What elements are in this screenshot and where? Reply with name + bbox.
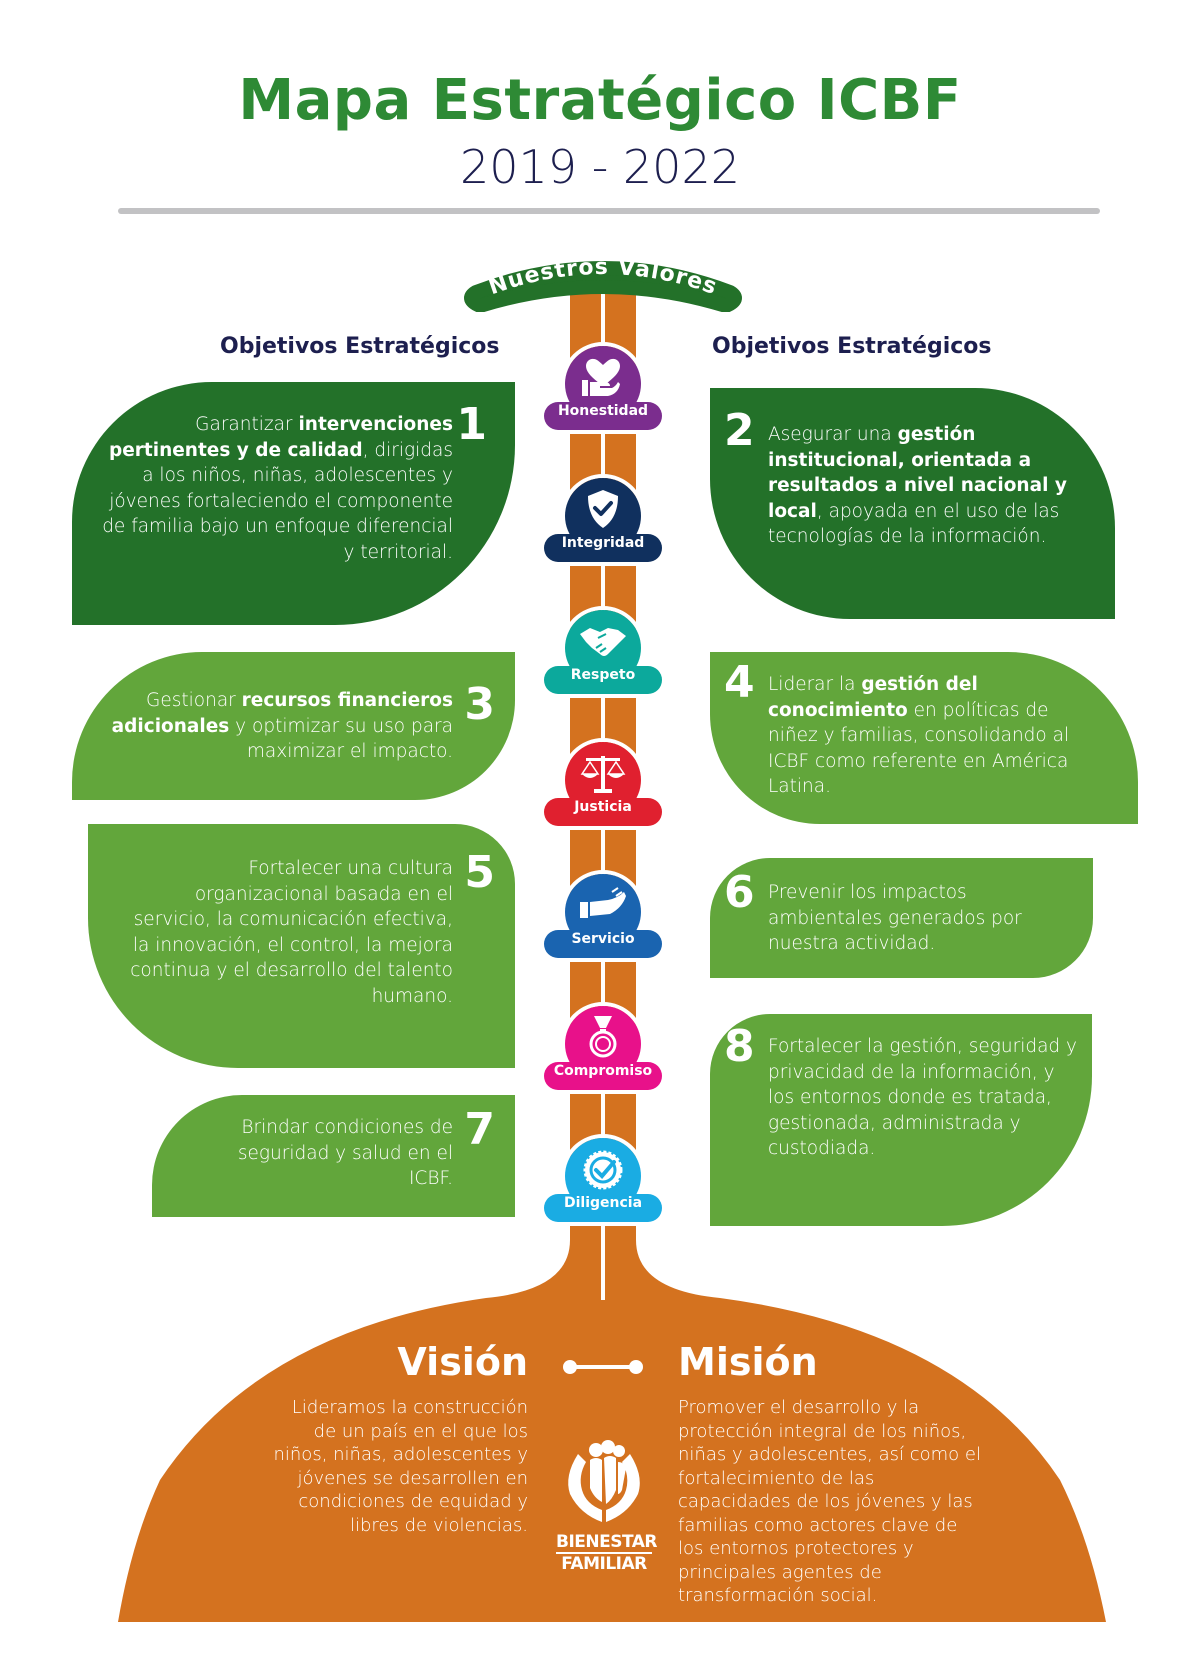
objective-text: Asegurar una gestión institucional, orie… <box>768 422 1088 550</box>
value-label: Servicio <box>571 931 635 947</box>
logo-text-line1: BIENESTAR <box>556 1532 658 1554</box>
objective-card-7: Brindar condiciones de seguridad y salud… <box>152 1095 515 1217</box>
value-servicio: Servicio <box>540 870 666 966</box>
objective-text-emphasis: gestión del conocimiento <box>768 674 978 721</box>
vision-text: Lideramos la construcción de un país en … <box>273 1397 528 1536</box>
vision-mision-connector <box>563 1360 643 1374</box>
objective-text-emphasis: gestión institucional, orientada a resul… <box>768 424 1067 522</box>
open-hand-icon <box>580 887 626 918</box>
value-compromiso: Compromiso <box>540 1002 666 1098</box>
objective-text-segment: Garantizar <box>195 414 299 435</box>
objective-number: 8 <box>724 1021 755 1072</box>
objective-card-1: Garantizar intervenciones pertinentes y … <box>72 382 515 625</box>
page-subtitle-years: 2019 - 2022 <box>460 140 740 194</box>
handshake-icon <box>580 628 626 656</box>
objective-text-segment: y optimizar su uso para maximizar el imp… <box>229 715 453 763</box>
value-diligencia: Diligencia <box>540 1134 666 1230</box>
objective-text-segment: Fortalecer una cultura organizacional ba… <box>130 858 453 1007</box>
logo-text-line2: FAMILIAR <box>561 1554 647 1574</box>
objectives-heading-right: Objetivos Estratégicos <box>712 334 992 359</box>
mision-title: Misión <box>678 1340 818 1384</box>
value-honestidad: Honestidad <box>540 342 666 438</box>
page-title: Mapa Estratégico ICBF <box>238 68 962 133</box>
value-label: Compromiso <box>553 1063 653 1079</box>
objective-text: Brindar condiciones de seguridad y salud… <box>193 1115 453 1192</box>
badge-check-icon <box>583 1150 623 1190</box>
bienestar-familiar-logo: BIENESTAR FAMILIAR <box>556 1440 658 1574</box>
objective-number: 7 <box>464 1104 495 1155</box>
objective-number: 6 <box>724 867 755 918</box>
objective-text-emphasis: recursos financieros adicionales <box>111 690 453 737</box>
tree-base <box>118 1180 1106 1622</box>
objective-number: 4 <box>724 657 755 708</box>
objective-text: Fortalecer la gestión, seguridad y priva… <box>768 1034 1078 1162</box>
value-respeto: Respeto <box>540 606 666 702</box>
value-justicia: Justicia <box>540 738 666 834</box>
values-banner: Nuestros Valores <box>464 258 742 312</box>
heart-hand-icon <box>582 358 620 396</box>
objective-text-segment: Prevenir los impactos ambientales genera… <box>768 882 1022 954</box>
objective-card-8: Fortalecer la gestión, seguridad y priva… <box>710 1014 1092 1226</box>
objective-text: Prevenir los impactos ambientales genera… <box>768 880 1068 957</box>
vision-title: Visión <box>397 1340 528 1384</box>
objective-card-2: Asegurar una gestión institucional, orie… <box>710 388 1115 619</box>
objective-text-segment: Fortalecer la gestión, seguridad y priva… <box>768 1036 1077 1159</box>
objective-text-segment: Gestionar <box>146 690 242 711</box>
value-label: Honestidad <box>557 403 649 419</box>
objective-text-segment: , apoyada en el uso de las tecnologías d… <box>768 500 1060 548</box>
objective-text: Garantizar intervenciones pertinentes y … <box>93 412 453 565</box>
objective-text-segment: , dirigidas a los niños, niñas, adolesce… <box>102 439 453 563</box>
mision-text: Promover el desarrollo y la protección i… <box>678 1397 981 1606</box>
objective-card-5: Fortalecer una cultura organizacional ba… <box>88 824 515 1068</box>
shield-check-icon <box>588 490 618 528</box>
value-integridad: Integridad <box>540 474 666 570</box>
objective-text-segment: Liderar la <box>768 674 862 695</box>
objective-text-segment: en políticas de niñez y familias, consol… <box>768 699 1070 798</box>
objective-text: Fortalecer una cultura organizacional ba… <box>113 856 453 1009</box>
objective-text-emphasis: intervenciones pertinentes y de calidad <box>108 414 453 461</box>
objective-card-6: Prevenir los impactos ambientales genera… <box>710 858 1093 978</box>
header-divider <box>118 208 1100 214</box>
objective-text: Gestionar recursos financieros adicional… <box>93 688 453 765</box>
value-label: Respeto <box>570 667 636 683</box>
objectives-heading-left: Objetivos Estratégicos <box>220 334 500 359</box>
value-label: Integridad <box>561 535 645 551</box>
value-label: Diligencia <box>563 1195 643 1211</box>
objective-number: 2 <box>724 405 755 456</box>
objective-card-4: Liderar la gestión del conocimiento en p… <box>710 652 1138 824</box>
objective-number: 3 <box>464 679 495 730</box>
objective-number: 5 <box>464 847 495 898</box>
scales-icon <box>580 756 626 793</box>
objective-text: Liderar la gestión del conocimiento en p… <box>768 672 1098 800</box>
objective-text-segment: Asegurar una <box>768 424 898 445</box>
medal-icon <box>589 1016 617 1058</box>
objective-card-3: Gestionar recursos financieros adicional… <box>72 652 515 800</box>
hands-family-icon <box>568 1440 640 1522</box>
objective-number: 1 <box>456 399 487 450</box>
objective-text-segment: Brindar condiciones de seguridad y salud… <box>237 1117 453 1189</box>
value-label: Justicia <box>574 799 632 815</box>
